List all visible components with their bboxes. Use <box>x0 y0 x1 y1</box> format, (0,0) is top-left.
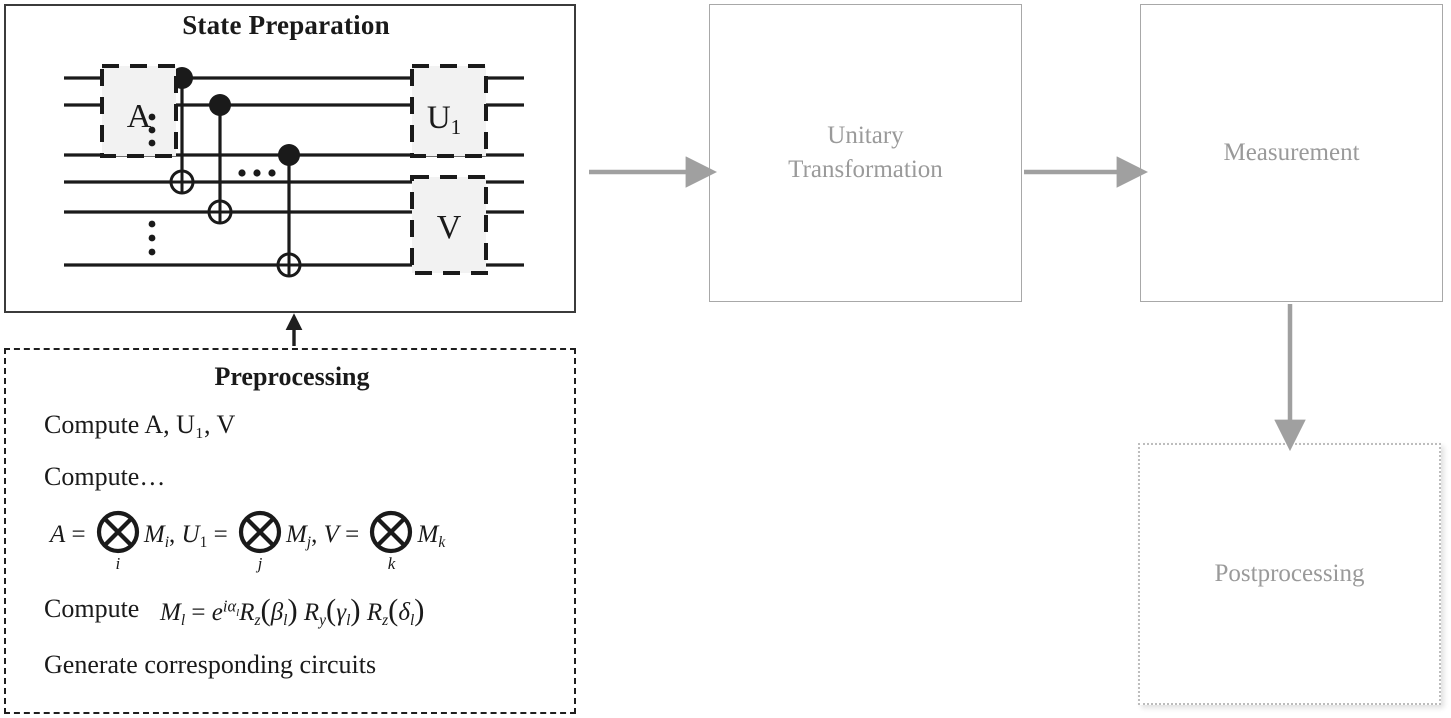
gate-u1: U1 <box>410 64 488 158</box>
unitary-label-line-2: Transformation <box>788 156 943 183</box>
quantum-circuit: A U1 V <box>64 64 524 278</box>
formula-v: V <box>323 521 339 548</box>
formula-m-sub: l <box>180 611 186 629</box>
formula-u1: U <box>181 521 200 548</box>
cnot-links <box>180 78 291 265</box>
formula-beta: β <box>270 599 284 626</box>
formula-m-k-sub: k <box>438 533 446 551</box>
tensor-index-i: i <box>115 554 121 573</box>
formula-m-i-sub: i <box>164 533 170 551</box>
tensor-index-k: k <box>387 554 396 573</box>
preprocessing-step-3: Compute <box>44 594 140 623</box>
formula-rparen-3: ) <box>414 593 425 627</box>
formula-comma-2: , <box>311 521 318 548</box>
preprocessing-panel: Preprocessing Compute A, U₁, V Compute… … <box>4 348 576 714</box>
tensor-index-j: j <box>257 554 263 573</box>
formula-rz-2: R <box>366 599 383 626</box>
wire-ellipsis-lower <box>148 220 156 256</box>
formula-lparen-2: ( <box>326 593 337 627</box>
formula-ry: R <box>303 599 320 626</box>
single-qubit-decomposition-formula: Ml = eiαlRz(βl) Ry(γl) Rz(δl) <box>160 593 424 630</box>
preprocessing-title: Preprocessing <box>214 362 370 391</box>
tensor-product-formula: A = i Mi, U1 = j Mj, V = <box>50 508 446 573</box>
formula-i: i <box>222 596 228 616</box>
formula-rz-1: R <box>239 599 255 626</box>
wire-ellipsis-upper <box>148 113 156 147</box>
tensor-operator-i: i <box>94 508 142 573</box>
formula-eq-2: = <box>213 521 228 548</box>
formula-m-i: M <box>143 521 165 548</box>
formula-delta-sub: l <box>409 611 415 629</box>
formula-u1-sub: 1 <box>199 533 208 551</box>
preprocessing-step-1: Compute A, U₁, V <box>44 410 236 439</box>
formula-a: A <box>50 521 66 548</box>
formula-m-j-sub: j <box>306 533 312 551</box>
formula-rparen-2: ) <box>350 593 361 627</box>
unitary-transformation-label: Unitary Transformation <box>788 119 943 187</box>
preprocessing-step-4: Generate corresponding circuits <box>44 650 377 679</box>
formula-m: M <box>160 599 181 626</box>
formula-m-j: M <box>285 521 307 548</box>
formula-m-eq: = <box>191 599 206 626</box>
formula-lparen-1: ( <box>260 593 271 627</box>
unitary-label-line-1: Unitary <box>827 122 904 150</box>
formula-beta-sub: l <box>283 611 288 629</box>
formula-eq-1: = <box>71 521 86 548</box>
gate-v: V <box>410 175 488 275</box>
formula-rparen-1: ) <box>287 593 298 627</box>
measurement-panel: Measurement <box>1140 4 1443 302</box>
formula-lparen-3: ( <box>388 593 399 627</box>
svg-text:V: V <box>437 209 462 246</box>
tensor-operator-k: k <box>367 508 415 573</box>
formula-comma-1: , <box>169 521 176 548</box>
formula-alpha: α <box>227 596 237 616</box>
unitary-transformation-panel: Unitary Transformation <box>709 4 1022 302</box>
postprocessing-panel: Postprocessing <box>1138 443 1441 705</box>
formula-e: e <box>211 599 223 626</box>
state-preparation-title: State Preparation <box>182 10 390 40</box>
formula-ry-sub: y <box>319 611 327 629</box>
formula-eq-3: = <box>345 521 360 548</box>
formula-alpha-sub: l <box>236 607 240 620</box>
postprocessing-label: Postprocessing <box>1214 560 1365 587</box>
measurement-label: Measurement <box>1223 139 1360 167</box>
gate-a: A <box>100 64 178 158</box>
formula-m-k: M <box>417 521 439 548</box>
svg-text:A: A <box>127 98 152 135</box>
formula-gamma-sub: l <box>346 611 351 629</box>
formula-rz-2-sub: z <box>382 611 389 629</box>
gate-ellipsis-horizontal <box>238 169 276 177</box>
formula-rz-1-sub: z <box>254 611 261 629</box>
tensor-operator-j: j <box>236 508 284 573</box>
formula-gamma: γ <box>336 599 347 626</box>
preprocessing-step-2: Compute… <box>44 462 166 491</box>
formula-delta: δ <box>398 599 410 626</box>
